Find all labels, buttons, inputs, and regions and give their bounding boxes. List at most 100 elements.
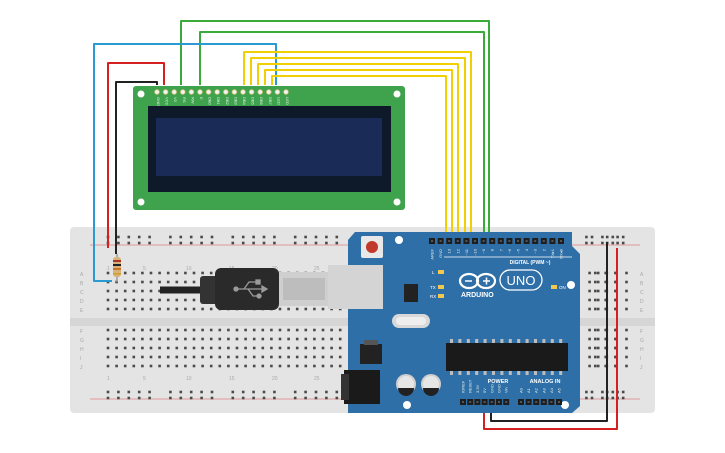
breadboard-hole[interactable] — [261, 328, 265, 332]
breadboard-hole[interactable] — [166, 364, 170, 368]
rail-hole[interactable] — [304, 390, 307, 394]
rail-hole[interactable] — [241, 241, 245, 245]
breadboard-hole[interactable] — [166, 298, 170, 302]
breadboard-hole[interactable] — [594, 346, 597, 350]
breadboard-hole[interactable] — [141, 346, 144, 350]
breadboard-hole[interactable] — [149, 355, 153, 359]
breadboard-hole[interactable] — [596, 346, 600, 350]
lcd-pin[interactable] — [214, 89, 220, 95]
rail-hole[interactable] — [601, 396, 604, 400]
rail-hole[interactable] — [189, 396, 193, 400]
breadboard-hole[interactable] — [123, 280, 127, 284]
lcd-pin[interactable] — [266, 89, 272, 95]
breadboard-hole[interactable] — [321, 355, 325, 359]
breadboard-hole[interactable] — [594, 271, 597, 275]
breadboard-hole[interactable] — [158, 307, 161, 311]
rail-hole[interactable] — [621, 396, 625, 400]
rail-hole[interactable] — [262, 235, 266, 239]
breadboard-hole[interactable] — [278, 355, 282, 359]
breadboard-hole[interactable] — [304, 307, 308, 311]
rail-hole[interactable] — [335, 390, 339, 394]
rail-hole[interactable] — [590, 241, 594, 245]
rail-hole[interactable] — [314, 241, 318, 245]
breadboard-hole[interactable] — [270, 364, 273, 368]
breadboard-hole[interactable] — [252, 328, 256, 332]
breadboard-hole[interactable] — [278, 337, 282, 341]
breadboard-hole[interactable] — [184, 307, 187, 311]
breadboard-hole[interactable] — [166, 337, 170, 341]
rail-hole[interactable] — [189, 235, 193, 239]
breadboard-hole[interactable] — [594, 328, 597, 332]
rail-hole[interactable] — [179, 390, 183, 394]
breadboard-hole[interactable] — [201, 364, 204, 368]
rail-hole[interactable] — [314, 235, 318, 239]
breadboard-hole[interactable] — [304, 364, 308, 368]
breadboard-hole[interactable] — [166, 328, 170, 332]
breadboard-hole[interactable] — [123, 346, 127, 350]
breadboard-hole[interactable] — [588, 298, 591, 302]
breadboard-hole[interactable] — [115, 289, 118, 293]
lcd-pin[interactable] — [162, 89, 169, 95]
breadboard-hole[interactable] — [270, 355, 273, 359]
breadboard-hole[interactable] — [596, 289, 600, 293]
breadboard-hole[interactable] — [278, 328, 282, 332]
breadboard-hole[interactable] — [244, 364, 247, 368]
breadboard-hole[interactable] — [141, 337, 144, 341]
breadboard-hole[interactable] — [594, 298, 597, 302]
rail-hole[interactable] — [179, 241, 183, 245]
breadboard-hole[interactable] — [227, 337, 230, 341]
rail-hole[interactable] — [169, 390, 172, 394]
breadboard-hole[interactable] — [175, 298, 179, 302]
lcd-pin[interactable] — [205, 89, 212, 95]
breadboard-hole[interactable] — [192, 328, 196, 332]
breadboard-hole[interactable] — [594, 289, 597, 293]
breadboard-hole[interactable] — [295, 355, 299, 359]
breadboard-hole[interactable] — [252, 355, 256, 359]
breadboard-hole[interactable] — [184, 346, 187, 350]
breadboard-hole[interactable] — [123, 271, 127, 275]
breadboard-hole[interactable] — [115, 346, 118, 350]
breadboard-hole[interactable] — [106, 346, 110, 350]
rail-hole[interactable] — [252, 235, 255, 239]
breadboard-hole[interactable] — [252, 346, 256, 350]
breadboard-hole[interactable] — [321, 328, 325, 332]
breadboard-hole[interactable] — [625, 271, 628, 275]
breadboard-hole[interactable] — [261, 364, 265, 368]
breadboard-hole[interactable] — [149, 289, 153, 293]
rail-hole[interactable] — [231, 235, 235, 239]
digital-header[interactable] — [429, 238, 564, 244]
breadboard-hole[interactable] — [295, 328, 299, 332]
breadboard-hole[interactable] — [304, 355, 308, 359]
rail-hole[interactable] — [273, 390, 276, 394]
breadboard-hole[interactable] — [158, 364, 161, 368]
breadboard-hole[interactable] — [625, 307, 628, 311]
rail-hole[interactable] — [241, 235, 245, 239]
rail-hole[interactable] — [335, 396, 339, 400]
rail-hole[interactable] — [262, 390, 266, 394]
breadboard-hole[interactable] — [149, 337, 153, 341]
breadboard-hole[interactable] — [330, 346, 333, 350]
breadboard-hole[interactable] — [338, 346, 342, 350]
rail-hole[interactable] — [325, 235, 328, 239]
usb-cable[interactable] — [160, 268, 329, 310]
breadboard-hole[interactable] — [106, 355, 110, 359]
breadboard-hole[interactable] — [338, 364, 342, 368]
breadboard-hole[interactable] — [252, 337, 256, 341]
rail-hole[interactable] — [117, 396, 120, 400]
rail-hole[interactable] — [621, 235, 625, 239]
rail-hole[interactable] — [179, 396, 183, 400]
lcd-pin[interactable] — [257, 89, 263, 95]
breadboard-hole[interactable] — [158, 328, 161, 332]
breadboard-hole[interactable] — [149, 328, 153, 332]
lcd-pin[interactable] — [231, 89, 238, 95]
breadboard-hole[interactable] — [149, 298, 153, 302]
breadboard-hole[interactable] — [192, 355, 196, 359]
wire-black[interactable] — [115, 81, 158, 254]
breadboard-hole[interactable] — [209, 328, 213, 332]
wire-red[interactable] — [107, 62, 165, 248]
lcd-pin[interactable] — [197, 89, 203, 95]
breadboard-hole[interactable] — [287, 328, 290, 332]
breadboard-hole[interactable] — [321, 337, 325, 341]
breadboard-hole[interactable] — [158, 337, 161, 341]
